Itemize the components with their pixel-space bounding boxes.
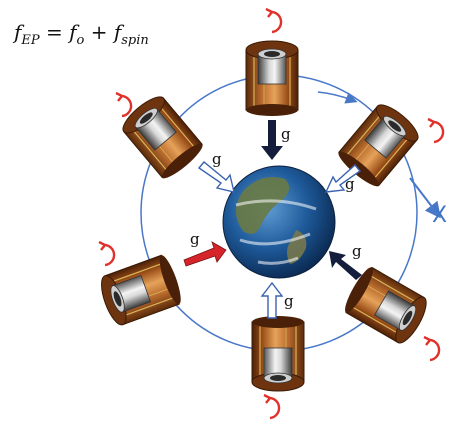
spin-arrow-icon — [423, 335, 441, 362]
spin-arrow-icon — [98, 240, 116, 267]
gravity-label: g — [352, 242, 362, 260]
gravity-label: g — [212, 150, 222, 168]
formula-equals: = — [39, 20, 70, 44]
spin-arrow-icon — [427, 117, 445, 144]
gravity-label: g — [345, 175, 355, 193]
formula-term2: f — [113, 20, 122, 44]
formula-term1: f — [69, 20, 77, 44]
earth-icon — [222, 165, 336, 279]
test-mass-cylinder-icon — [245, 40, 299, 117]
spin-arrow-icon — [263, 393, 281, 420]
formula-lhs-sub: EP — [21, 33, 40, 48]
orbit-direction-arrow-icon — [317, 91, 358, 104]
x-axis-arrow — [409, 177, 441, 219]
gravity-arrow-icon — [261, 120, 283, 160]
gravity-label: g — [190, 230, 200, 248]
gravity-arrow-icon — [197, 161, 235, 193]
gravity-arrow-icon — [260, 281, 284, 319]
gravity-arrow-icon — [324, 163, 362, 193]
gravity-arrow-icon — [329, 251, 362, 280]
formula-term1-sub: o — [76, 33, 85, 48]
formula-term2-sub: spin — [121, 33, 149, 48]
formula-plus: + — [84, 20, 114, 44]
formula-f-ep: fEP = fo + fspin — [14, 20, 149, 48]
x-axis-label: X — [432, 203, 447, 228]
gravity-label: g — [281, 125, 291, 143]
spin-arrow-icon — [265, 7, 283, 34]
gravity-arrow-icon — [183, 241, 227, 267]
formula-lhs: f — [14, 20, 22, 44]
test-mass-cylinder-icon — [251, 315, 305, 392]
spin-arrow-icon — [115, 91, 133, 118]
gravity-label: g — [284, 292, 294, 310]
